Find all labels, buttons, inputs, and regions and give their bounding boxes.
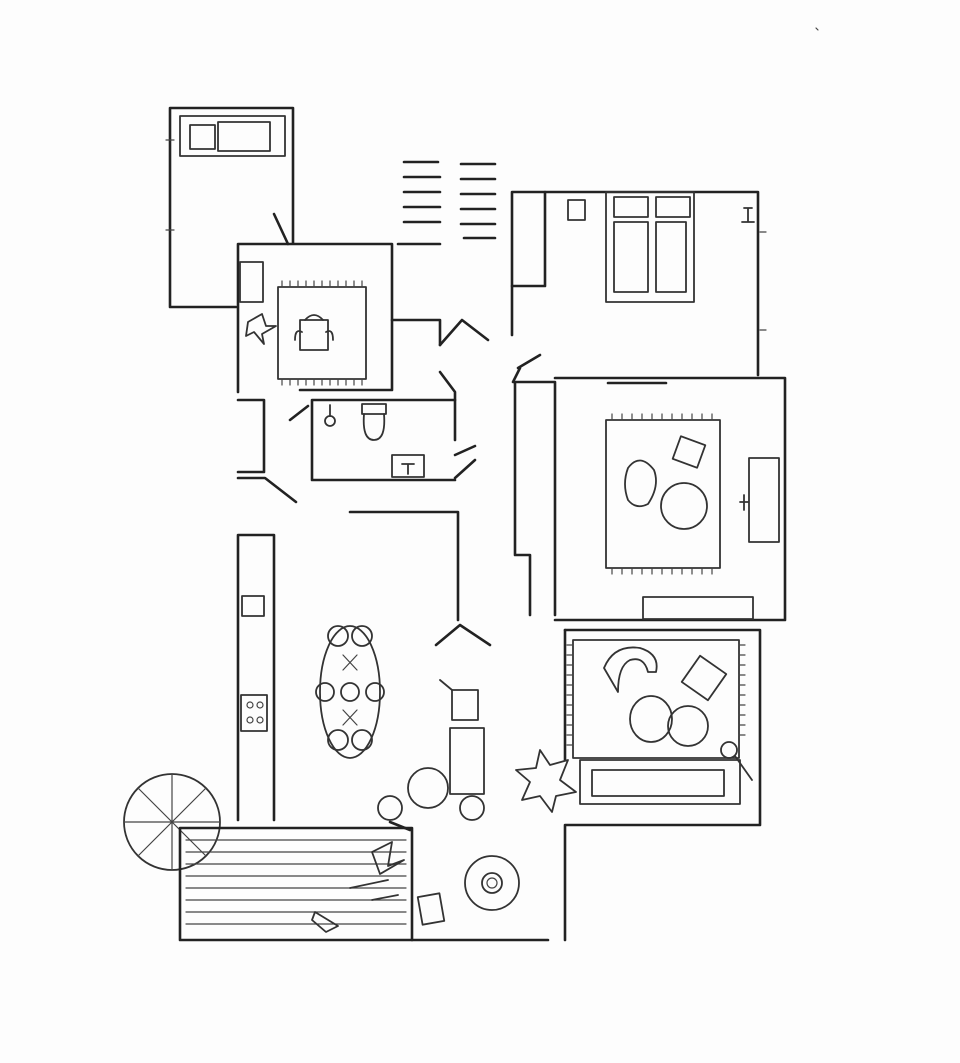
double-bed [605,191,695,303]
coffee-table [667,705,709,747]
bench [449,727,485,795]
plant-icon [245,313,277,345]
dining-table [315,625,385,759]
shelf [239,261,264,303]
sofa [579,759,741,805]
chair [416,892,446,926]
side-table [671,435,707,469]
lamp-icon [739,494,749,511]
bed [179,115,286,157]
armchair [294,314,334,351]
deck-chair [311,879,399,933]
pouf [629,695,673,743]
side-table [680,654,728,702]
oven-icon [241,595,265,617]
lamp-icon [741,207,755,223]
rug [605,413,721,575]
room-terrace [123,773,414,942]
room-lounge [515,628,762,942]
radiator [642,596,754,620]
speck [815,27,819,31]
room-bedroom-top-left [165,106,295,309]
room-bedroom-right [510,190,767,384]
floor-lamp-icon [720,741,738,759]
parasol-icon [123,773,221,871]
stove-icon [240,694,268,732]
room-bathroom [288,398,477,482]
armchair [624,459,657,508]
plant-icon [515,749,577,813]
toilet-icon [361,403,387,441]
bistro-table [464,855,520,911]
room-living [513,376,787,622]
room-balcony [388,820,550,942]
radiator-icon [391,454,425,478]
pouf [407,767,449,809]
rug [277,280,367,386]
plant-pot [459,795,485,821]
nightstand [567,199,586,221]
rug [566,639,746,759]
stool [377,795,403,821]
plant-icon [371,841,405,875]
door-swing [272,212,290,246]
room-study [236,242,442,394]
staircase [396,160,497,246]
round-table [660,482,708,530]
armchair [603,646,658,693]
cabinet-icon [439,679,479,721]
console [748,457,780,543]
sink-icon [324,404,336,427]
room-kitchen-dining [236,533,492,822]
